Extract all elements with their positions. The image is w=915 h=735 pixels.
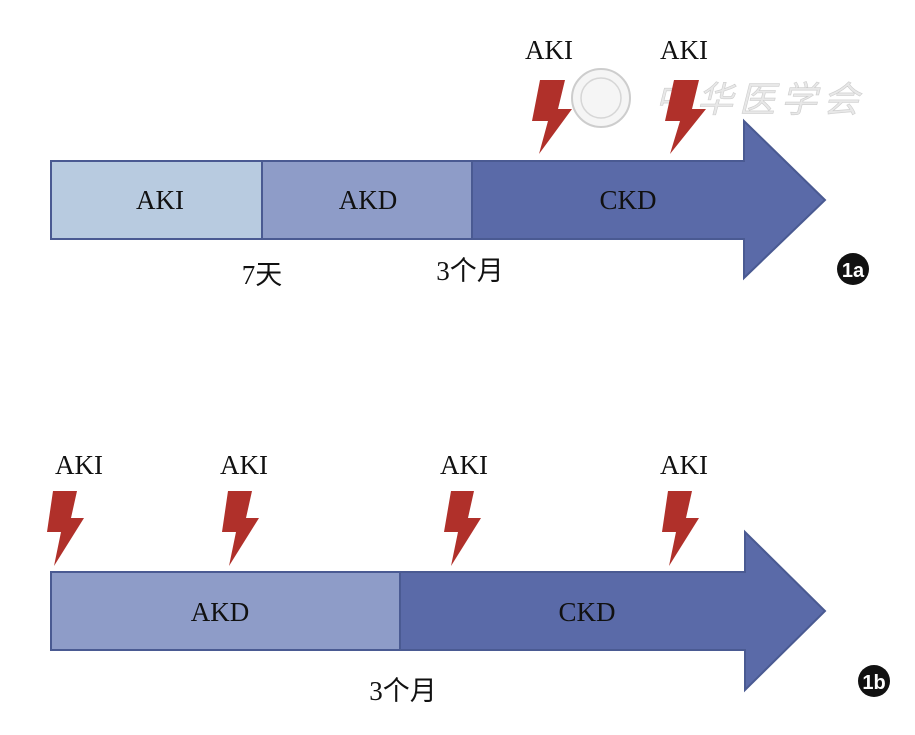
phase-label-aki: AKI: [136, 185, 184, 215]
panel-1b: AKD CKD 3个月 AKI AKI AKI AKI 1b: [47, 450, 890, 706]
watermark-seal-inner: [580, 77, 622, 119]
watermark: 中华医学会: [571, 68, 859, 128]
lightning-bolt-icon: [662, 491, 699, 566]
phase-label-akd: AKD: [339, 185, 398, 215]
lightning-bolt-icon: [444, 491, 481, 566]
ckd-arrow-1b: [399, 529, 827, 693]
time-mark-3-months: 3个月: [369, 676, 437, 706]
event-label-aki: AKI: [220, 450, 268, 480]
lightning-bolt-icon: [532, 80, 572, 154]
lightning-bolt-icon: [665, 80, 706, 154]
panel-badge-1b: [858, 665, 890, 697]
phase-label-ckd: CKD: [558, 597, 615, 627]
lightning-bolt-icon: [222, 491, 259, 566]
event-label-aki: AKI: [440, 450, 488, 480]
phase-label-ckd: CKD: [599, 185, 656, 215]
akd-phase-block-1a: [261, 160, 473, 240]
lightning-bolt-icon: [47, 491, 84, 566]
panel-badge-label: 1a: [842, 260, 865, 282]
event-label-aki: AKI: [525, 35, 573, 65]
event-label-aki: AKI: [55, 450, 103, 480]
time-mark-3-months: 3个月: [436, 256, 504, 286]
phase-label-akd: AKD: [191, 597, 250, 627]
aki-phase-block-1a: [50, 160, 263, 240]
ckd-arrow-1a: [471, 118, 827, 281]
panel-badge-1a: [837, 253, 869, 285]
akd-phase-block-1b: [50, 571, 401, 651]
event-label-aki: AKI: [660, 35, 708, 65]
event-label-aki: AKI: [660, 450, 708, 480]
panel-badge-label: 1b: [862, 672, 885, 694]
panel-1a: AKI AKD CKD 7天 3个月 中华医学会 AKI AKI 1a: [50, 35, 869, 290]
time-mark-7-days: 7天: [242, 260, 283, 290]
